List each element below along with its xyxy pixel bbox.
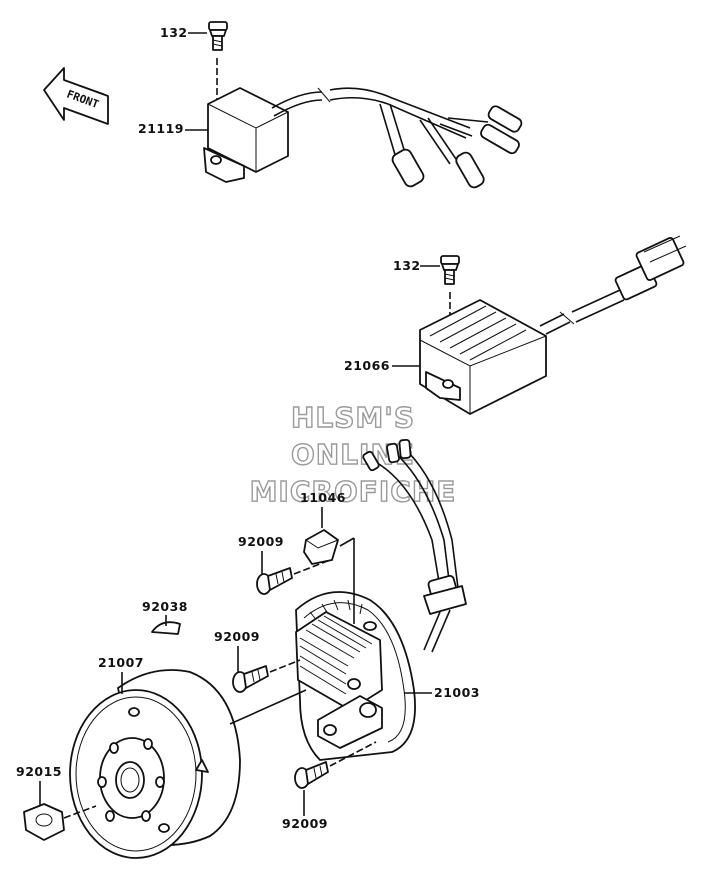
stator-coil	[295, 611, 383, 711]
screw-92009-lower	[294, 741, 377, 789]
stator-wires	[362, 438, 467, 653]
regulator-rectifier	[419, 235, 687, 415]
label-92009-lower: 92009	[282, 816, 328, 831]
pickup-coil	[317, 695, 383, 749]
label-11046: 11046	[300, 490, 346, 505]
wire-bracket	[303, 529, 355, 624]
label-92015: 92015	[16, 764, 62, 779]
watermark-line-1: HLSM'S	[291, 401, 415, 434]
label-132-top: 132	[160, 25, 188, 40]
watermark-line-3: MICROFICHE	[250, 475, 457, 508]
label-21066: 21066	[344, 358, 390, 373]
screw-92009-middle	[232, 659, 301, 693]
flywheel	[69, 669, 307, 859]
label-132-regulator: 132	[393, 258, 421, 273]
woodruff-key	[151, 621, 181, 635]
flywheel-nut	[23, 803, 97, 841]
label-92009-middle: 92009	[214, 629, 260, 644]
label-21003: 21003	[434, 685, 480, 700]
label-21007: 21007	[98, 655, 144, 670]
cdi-unit	[203, 87, 523, 189]
label-92038: 92038	[142, 599, 188, 614]
label-92009-upper: 92009	[238, 534, 284, 549]
label-21119: 21119	[138, 121, 184, 136]
screw-92009-upper	[256, 559, 331, 595]
front-arrow-icon: FRONT	[43, 67, 109, 125]
